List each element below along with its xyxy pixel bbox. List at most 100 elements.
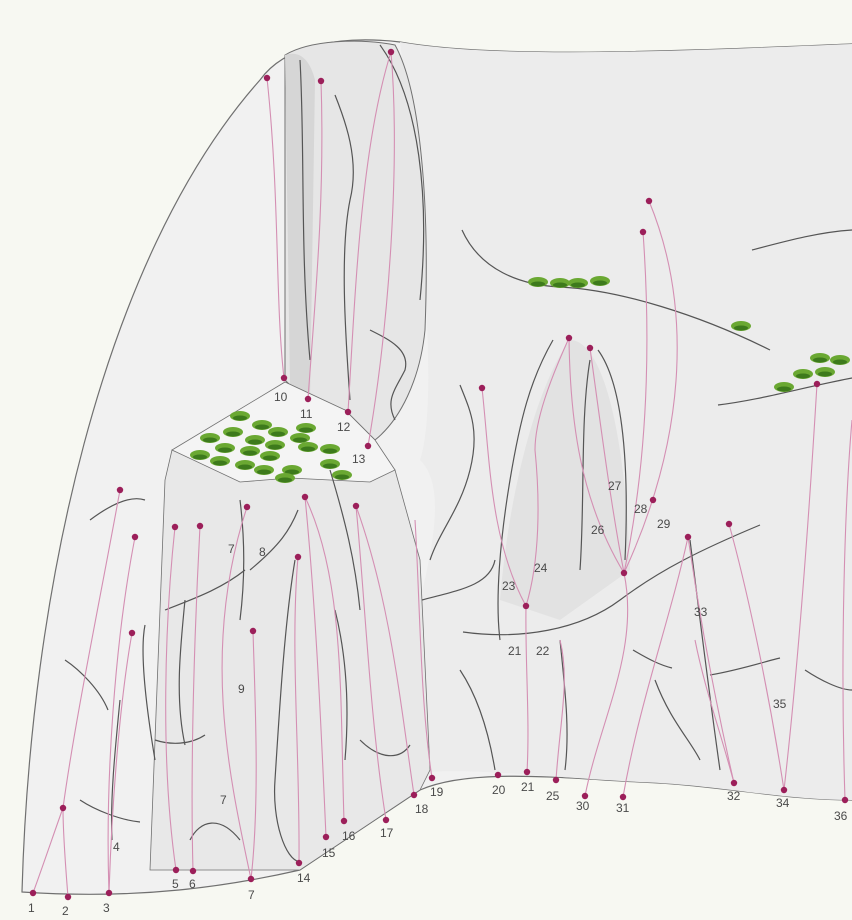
route-label-22: 22 [536,644,550,658]
route-point-18 [281,375,287,381]
vegetation-tuft-17 [320,444,340,454]
vegetation-tuft-19 [298,442,318,452]
route-label-33: 33 [694,605,708,619]
route-point-27 [429,775,435,781]
route-label-1: 1 [28,901,35,915]
route-label-31: 31 [616,801,630,815]
route-label-25: 25 [546,789,560,803]
route-point-23 [323,834,329,840]
route-label-26: 26 [591,523,605,537]
vegetation-tuft-30 [815,367,835,377]
vegetation-tuft-11 [265,440,285,450]
route-point-5 [117,487,123,493]
route-point-20 [345,409,351,415]
route-label-10: 10 [274,390,288,404]
route-label-8: 8 [259,545,266,559]
route-point-48 [726,521,732,527]
route-point-37 [781,787,787,793]
vegetation-tuft-3 [200,433,220,443]
vegetation-tuft-9 [215,443,235,453]
vegetation-tuft-20 [254,465,274,475]
vegetation-tuft-29 [793,369,813,379]
route-point-26 [411,792,417,798]
route-point-8 [173,867,179,873]
route-label-11: 11 [300,407,313,421]
route-label-7b: 7 [220,793,227,807]
vegetation-tuft-21 [275,473,295,483]
route-point-49 [814,381,820,387]
route-point-11 [197,523,203,529]
route-point-29 [295,554,301,560]
route-label-34: 34 [776,796,790,810]
route-label-15: 15 [322,846,336,860]
route-label-7c: 7 [248,888,255,902]
vegetation-tuft-5 [245,435,265,445]
route-point-14 [250,628,256,634]
route-point-30 [353,503,359,509]
vegetation-tuft-14 [235,460,255,470]
route-point-1 [30,890,36,896]
vegetation-tuft-18 [320,459,340,469]
vegetation-tuft-2 [252,420,272,430]
route-point-2 [65,894,71,900]
route-point-31 [495,772,501,778]
route-point-32 [524,769,530,775]
vegetation-tuft-15 [260,451,280,461]
route-label-35: 35 [773,697,787,711]
route-point-7 [129,630,135,636]
route-label-6: 6 [189,877,196,891]
route-point-21 [365,443,371,449]
route-point-44 [640,229,646,235]
route-label-28: 28 [634,502,648,516]
route-point-12 [244,504,250,510]
route-point-41 [587,345,593,351]
route-point-47 [685,534,691,540]
route-point-16 [318,78,324,84]
route-label-5: 5 [172,877,179,891]
route-point-40 [566,335,572,341]
vegetation-tuft-23 [528,277,548,287]
route-point-33 [553,777,559,783]
route-label-36: 36 [834,809,848,823]
vegetation-tuft-24 [550,278,570,288]
route-label-30: 30 [576,799,590,813]
route-label-18: 18 [415,802,429,816]
vegetation-tuft-4 [223,427,243,437]
route-label-21a: 21 [521,780,535,794]
vegetation-tuft-25 [568,278,588,288]
vegetation-tuft-1 [230,411,250,421]
route-point-15 [264,75,270,81]
route-label-7a: 7 [228,542,235,556]
route-point-9 [190,868,196,874]
route-point-46 [650,497,656,503]
vegetation-tuft-12 [190,450,210,460]
route-label-16: 16 [342,829,356,843]
route-label-20: 20 [492,783,506,797]
route-label-24: 24 [534,561,548,575]
route-label-12: 12 [337,420,351,434]
route-point-19 [305,396,311,402]
vegetation-tuft-26 [590,276,610,286]
route-point-4 [60,805,66,811]
route-label-21b: 21 [508,644,522,658]
vegetation-tuft-22 [332,470,352,480]
route-point-13 [248,876,254,882]
vegetation-tuft-7 [290,433,310,443]
route-label-23: 23 [502,579,516,593]
vegetation-tuft-32 [810,353,830,363]
route-point-38 [842,797,848,803]
route-point-45 [646,198,652,204]
route-label-9: 9 [238,682,245,696]
route-label-4: 4 [113,840,120,854]
route-label-29: 29 [657,517,671,531]
tower-shadow [285,54,315,400]
route-label-27: 27 [608,479,622,493]
route-label-17: 17 [380,826,394,840]
route-point-39 [479,385,485,391]
rock-wall-right [400,42,852,800]
route-label-14: 14 [297,871,311,885]
vegetation-tuft-10 [240,446,260,456]
route-point-17 [388,49,394,55]
route-point-43 [621,570,627,576]
